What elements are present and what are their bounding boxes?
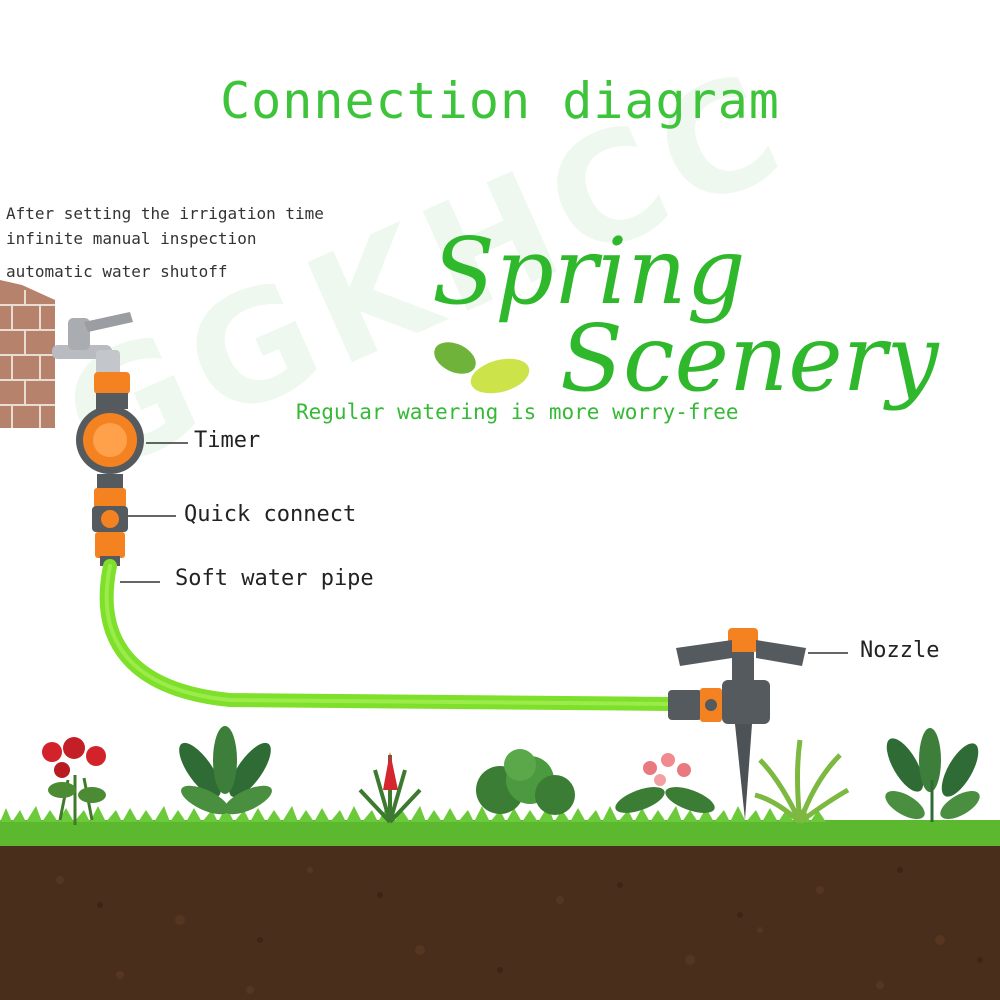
note-line-1: After setting the irrigation time [6,204,324,223]
plant-green-shrub [476,749,575,815]
plant-red-roses [42,737,106,825]
sprinkler [668,628,806,820]
note-line-3: automatic water shutoff [6,262,228,281]
label-quick-connect: Quick connect [184,502,357,527]
leaf-decoration [434,342,530,394]
brand-line-1: Spring [432,218,746,325]
plant-broadleaf [885,728,980,822]
tagline: Regular watering is more worry-free [296,400,739,424]
page-title: Connection diagram [220,72,780,130]
plant-croton [179,726,272,815]
label-nozzle: Nozzle [860,638,940,663]
brick-wall [0,280,55,428]
label-timer: Timer [194,428,261,453]
plant-pink-flowers [615,753,715,813]
soil [0,842,1000,1000]
label-soft-water-pipe: Soft water pipe [175,566,374,591]
plant-spider [754,739,850,825]
plant-red-bromeliad [358,752,422,824]
faucet [52,312,133,376]
timer-assembly [76,372,144,566]
leader-lines [120,442,848,654]
note-line-2: infinite manual inspection [6,229,257,248]
grass [0,820,1000,846]
brand-line-2: Scenery [560,305,939,412]
